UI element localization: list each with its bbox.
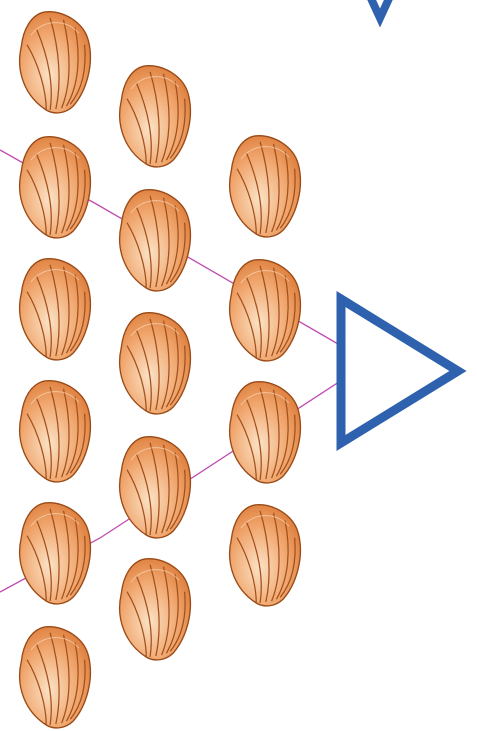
background xyxy=(0,0,477,731)
shell-pattern-scene xyxy=(0,0,477,731)
